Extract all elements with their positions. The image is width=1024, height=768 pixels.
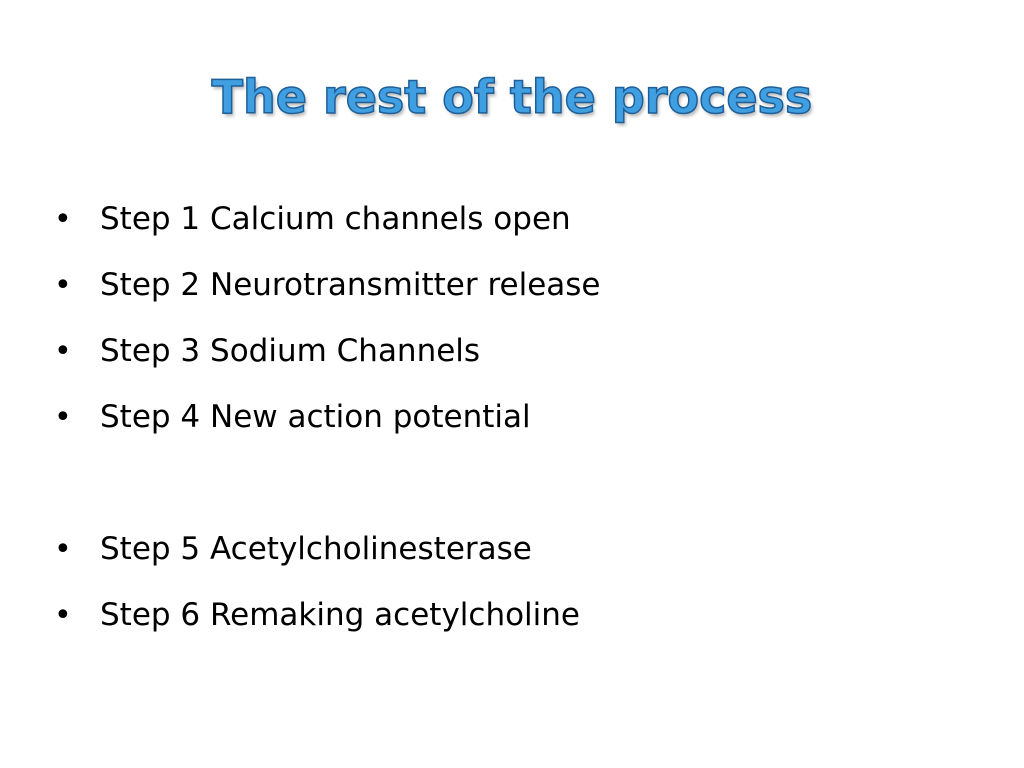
bullet-text: Step 3 Sodium Channels [100, 333, 481, 369]
bullet-icon: • [54, 267, 72, 303]
bullet-text: Step 6 Remaking acetylcholine [100, 597, 581, 633]
list-item: • Step 1 Calcium channels open [54, 186, 954, 252]
bullet-text: Step 2 Neurotransmitter release [100, 267, 601, 303]
list-item: • Step 2 Neurotransmitter release [54, 252, 954, 318]
bullet-icon: • [54, 597, 72, 633]
bullet-icon: • [54, 201, 72, 237]
list-item: • Step 6 Remaking acetylcholine [54, 582, 954, 648]
bullet-icon: • [54, 333, 72, 369]
bullet-text: Step 5 Acetylcholinesterase [100, 531, 532, 567]
list-item: • Step 5 Acetylcholinesterase [54, 516, 954, 582]
bullet-list: • Step 1 Calcium channels open • Step 2 … [54, 186, 954, 648]
slide-title: The rest of the process [211, 69, 813, 125]
bullet-text: Step 1 Calcium channels open [100, 201, 571, 237]
list-item: • Step 3 Sodium Channels [54, 318, 954, 384]
bullet-text: Step 4 New action potential [100, 399, 531, 435]
bullet-icon: • [54, 399, 72, 435]
bullet-icon: • [54, 531, 72, 567]
list-item: • Step 4 New action potential [54, 384, 954, 450]
